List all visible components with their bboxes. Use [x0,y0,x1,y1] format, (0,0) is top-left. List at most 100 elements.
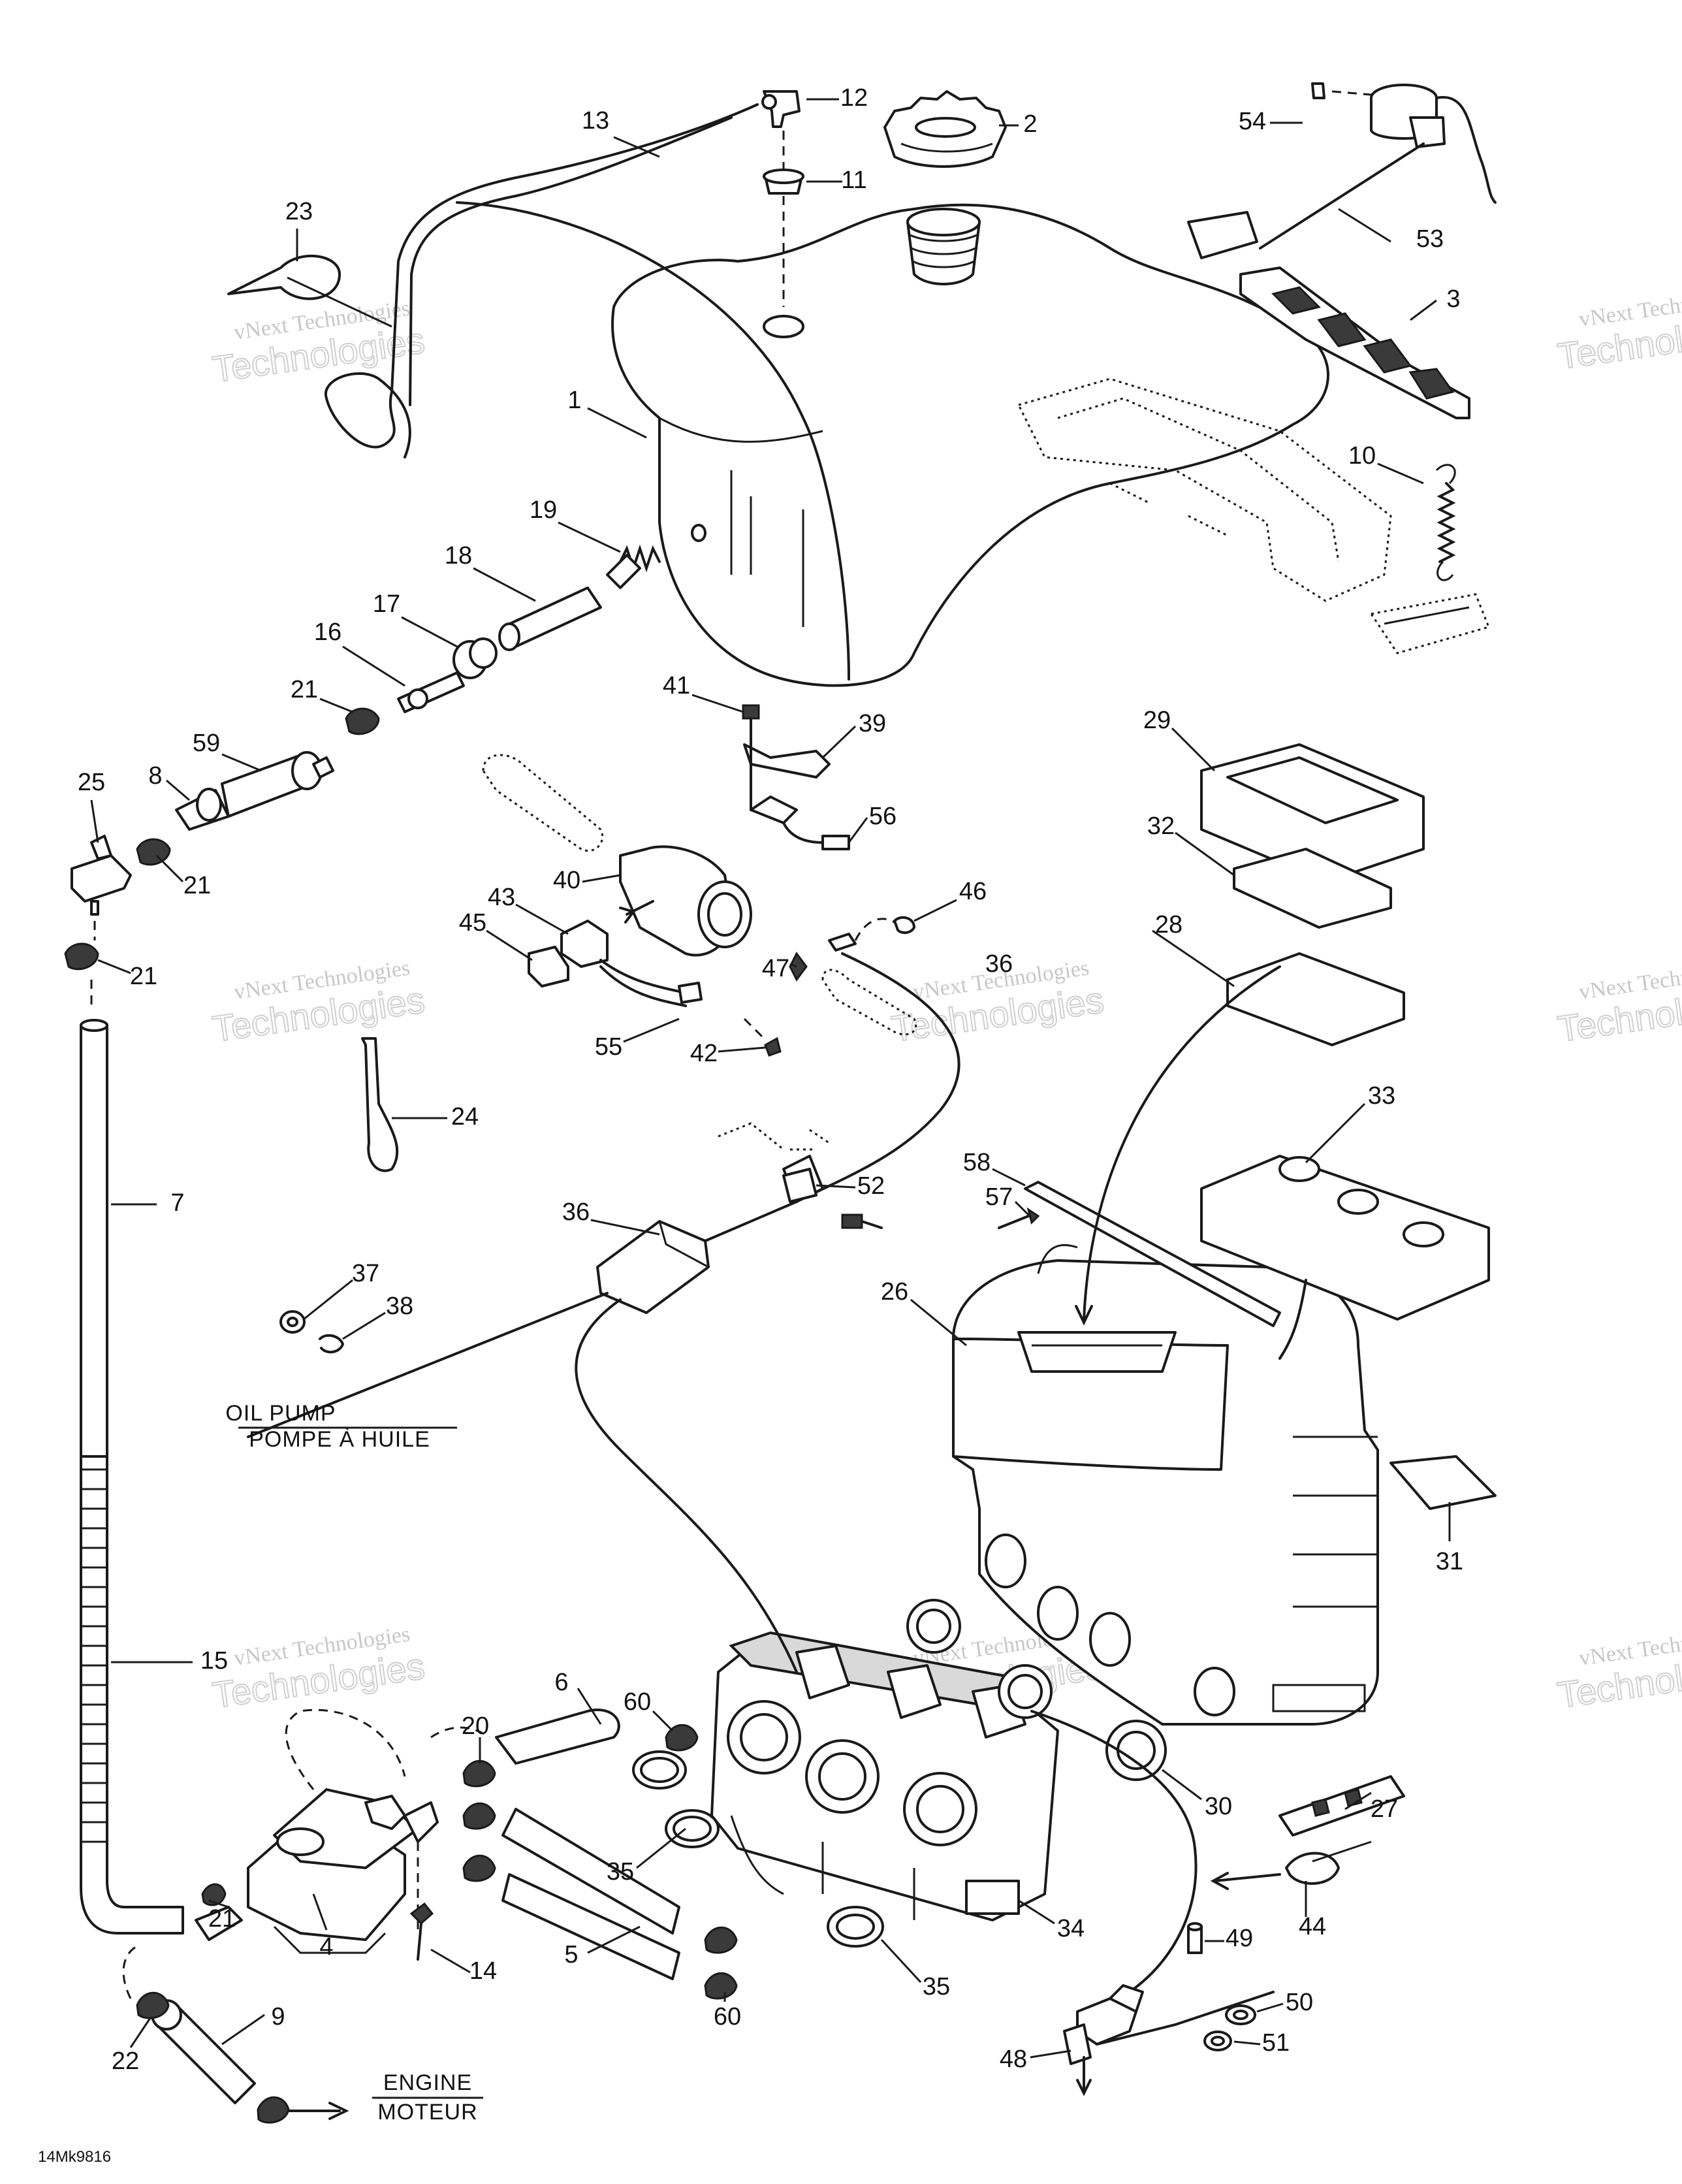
callout-51: 51 [1262,2029,1290,2057]
callout-42: 42 [690,1040,718,1067]
callout-26: 26 [881,1278,908,1306]
callout-2: 2 [1023,110,1037,138]
washers [279,1310,344,1354]
hoses-5-6 [430,1709,738,2000]
callout-36: 36 [562,1198,590,1226]
callout-32: 32 [1147,812,1175,840]
callout-44: 44 [1299,1913,1326,1940]
callout-21: 21 [183,872,211,899]
callout-16: 16 [314,618,341,646]
callout-47: 47 [762,955,789,982]
engine-caption: ENGINE MOTEUR [372,2070,483,2125]
callout-23: 23 [285,198,313,225]
callout-55: 55 [595,1033,622,1061]
callout-3: 3 [1446,285,1460,313]
callout-27: 27 [1371,1795,1398,1823]
callout-9: 9 [271,2003,285,2031]
callout-7: 7 [170,1189,184,1217]
callout-60: 60 [624,1688,651,1716]
grommet [763,169,804,195]
watermark: vNext Technologies Technologies [1555,283,1682,377]
fuel-pickup-assembly [64,544,661,1006]
throttle-cable [718,916,960,1229]
callout-19: 19 [530,496,557,524]
callout-40: 40 [553,867,580,894]
callout-8: 8 [148,762,162,790]
pompe-a-huile-label: POMPE À HUILE [249,1427,430,1452]
moteur-label: MOTEUR [377,2100,477,2125]
callout-29: 29 [1143,707,1171,734]
callout-5: 5 [564,1941,578,1968]
callout-52: 52 [857,1172,885,1200]
callout-35: 35 [923,1973,950,2000]
switch-43 [528,920,703,1007]
engine-label: ENGINE [383,2070,472,2095]
callout-33: 33 [1368,1082,1395,1110]
callout-31: 31 [1436,1548,1463,1575]
callout-17: 17 [373,590,400,618]
switch-39 [742,704,850,850]
callout-24: 24 [451,1103,479,1131]
callout-25: 25 [78,769,105,796]
cable-tie-24 [361,1037,399,1172]
callout-21: 21 [208,1905,236,1933]
callout-13: 13 [582,107,609,135]
callout-1: 1 [567,387,581,414]
leader-lines [90,98,1451,2059]
callout-12: 12 [840,84,868,112]
callout-21: 21 [291,676,318,703]
callout-18: 18 [445,542,472,570]
callout-54: 54 [1239,108,1266,135]
callout-46: 46 [959,878,987,905]
callout-59: 59 [193,730,220,757]
callout-56: 56 [869,803,897,830]
callout-28: 28 [1155,911,1182,939]
callout-35: 35 [607,1858,634,1886]
callout-30: 30 [1205,1793,1232,1820]
callout-45: 45 [459,909,486,937]
cable-tie-44 [1210,1840,1372,1890]
callout-49: 49 [1226,1925,1253,1952]
vent-hose [324,103,850,681]
callout-38: 38 [386,1293,413,1320]
sensor-connector [1063,1922,1275,2096]
watermark: vNext Technologies Technologies [210,1622,428,1716]
callout-57: 57 [985,1183,1013,1211]
callout-39: 39 [859,710,886,737]
connector-52 [782,1148,817,1203]
spring [1435,464,1456,581]
callout-4: 4 [319,1933,333,1961]
hose-9 [122,1945,349,2124]
fuel-tank [611,203,1491,687]
callout-10: 10 [1348,442,1376,470]
callout-21: 21 [130,963,157,990]
callout-14: 14 [469,1957,497,1985]
callout-6: 6 [554,1669,568,1696]
cable-tie-23 [227,254,392,328]
fuel-pump [195,1709,439,1961]
fuel-cap [883,90,1007,168]
callout-48: 48 [1000,2046,1027,2073]
callout-20: 20 [462,1712,489,1740]
vent-elbow [761,90,801,128]
air-filter-parts [1075,743,1497,1837]
callout-50: 50 [1286,1989,1313,2016]
callout-53: 53 [1416,225,1444,253]
long-fuel-hose [80,1019,184,1935]
callout-37: 37 [352,1260,379,1287]
oil-pump-cable [247,1200,1198,1993]
oil-pump-label: OIL PUMP [225,1401,336,1426]
callout-34: 34 [1057,1915,1085,1942]
callout-11: 11 [841,167,866,194]
callout-15: 15 [200,1647,228,1675]
drawing-code: 14Mk9816 [38,2148,111,2166]
callout-43: 43 [488,884,515,911]
callout-58: 58 [963,1149,991,1176]
air-silencer [952,1181,1379,1726]
oil-pump-caption: OIL PUMP POMPE À HUILE [225,1401,457,1452]
fuel-gauge-sender [1187,82,1497,259]
callout-60: 60 [714,2003,741,2031]
watermark: vNext Technologies Technologies [1555,1622,1682,1716]
